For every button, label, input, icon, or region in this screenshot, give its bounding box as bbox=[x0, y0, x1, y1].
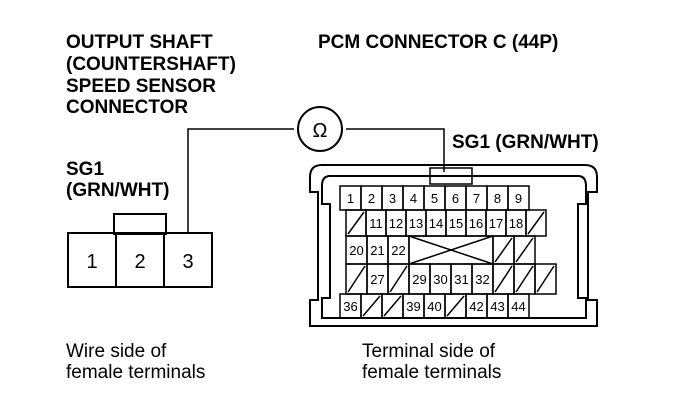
pcm-terminal-number: 44 bbox=[511, 299, 525, 314]
pcm-empty-slash bbox=[383, 295, 402, 317]
pcm-connector-housing bbox=[309, 164, 598, 327]
pcm-terminal-number: 43 bbox=[490, 299, 504, 314]
left-title-line-1: OUTPUT SHAFT bbox=[66, 32, 213, 53]
test-wire: Ω bbox=[187, 106, 445, 233]
pcm-terminal-number: 21 bbox=[370, 243, 384, 258]
pcm-terminal-number: 6 bbox=[452, 191, 459, 206]
housing-outer bbox=[309, 164, 598, 327]
pcm-empty-slash bbox=[362, 295, 381, 317]
pcm-terminal-cell bbox=[507, 293, 530, 319]
right-view-caption-line-2: female terminals bbox=[362, 362, 501, 383]
ohmmeter-icon bbox=[297, 106, 343, 152]
pcm-terminal-number: 22 bbox=[391, 243, 405, 258]
pcm-terminal-number: 18 bbox=[509, 216, 523, 231]
left-view-caption-line-1: Wire side of bbox=[66, 341, 167, 362]
pcm-empty-cell bbox=[534, 263, 557, 295]
wire-right-segment bbox=[346, 128, 445, 172]
right-terminal-label: SG1 (GRN/WHT) bbox=[452, 132, 599, 153]
pcm-unused-cross bbox=[408, 235, 494, 265]
pcm-terminal-number: 29 bbox=[412, 272, 426, 287]
pcm-terminal-number: 3 bbox=[389, 191, 396, 206]
pcm-empty-slash bbox=[446, 295, 465, 317]
pcm-terminal-number: 31 bbox=[454, 272, 468, 287]
pcm-empty-slash bbox=[527, 211, 545, 235]
pcm-terminal-number: 8 bbox=[494, 191, 501, 206]
pcm-terminal-number: 15 bbox=[449, 216, 463, 231]
pcm-terminal-number: 40 bbox=[427, 299, 441, 314]
sensor-pin-3: 3 bbox=[182, 251, 193, 273]
pcm-terminal-number: 14 bbox=[429, 216, 443, 231]
left-terminal-label-line-2: (GRN/WHT) bbox=[66, 180, 169, 201]
left-title-line-2: (COUNTERSHAFT) bbox=[66, 54, 236, 75]
pcm-terminal-number: 20 bbox=[349, 243, 363, 258]
sensor-pin-2: 2 bbox=[134, 251, 145, 273]
pcm-empty-slash bbox=[536, 265, 555, 293]
pcm-terminal-number: 13 bbox=[409, 216, 423, 231]
right-view-caption-line-1: Terminal side of bbox=[362, 341, 496, 362]
housing-lock-tab bbox=[429, 167, 473, 185]
sensor-connector: 1 2 3 bbox=[67, 213, 213, 288]
pcm-terminal-number: 39 bbox=[406, 299, 420, 314]
pcm-empty-slash bbox=[515, 265, 534, 293]
pcm-empty-slash bbox=[389, 265, 408, 293]
pcm-empty-slash bbox=[347, 211, 365, 235]
pcm-terminal-number: 12 bbox=[389, 216, 403, 231]
pcm-terminal-number: 42 bbox=[469, 299, 483, 314]
housing-inner bbox=[321, 175, 587, 319]
pcm-terminal-number: 36 bbox=[343, 299, 357, 314]
pcm-empty-slash bbox=[494, 237, 513, 263]
pcm-terminal-number: 5 bbox=[431, 191, 438, 206]
right-connector-title: PCM CONNECTOR C (44P) bbox=[318, 32, 558, 53]
left-title-line-4: CONNECTOR bbox=[66, 97, 188, 118]
pcm-empty-slash bbox=[515, 237, 534, 263]
pcm-terminal-number: 17 bbox=[489, 216, 503, 231]
left-view-caption-line-2: female terminals bbox=[66, 362, 205, 383]
left-connector-title: OUTPUT SHAFT (COUNTERSHAFT) SPEED SENSOR… bbox=[66, 32, 236, 118]
connector-body bbox=[67, 232, 213, 288]
pcm-terminal-number: 16 bbox=[469, 216, 483, 231]
pcm-terminal-number: 9 bbox=[515, 191, 522, 206]
ohm-symbol: Ω bbox=[313, 120, 328, 142]
connector-lock-tab bbox=[113, 213, 167, 235]
pcm-empty-slash bbox=[494, 265, 513, 293]
left-title-line-3: SPEED SENSOR bbox=[66, 76, 216, 97]
pcm-empty-slash bbox=[347, 265, 366, 293]
wire-left-segment bbox=[187, 128, 294, 233]
pcm-terminal-number: 7 bbox=[473, 191, 480, 206]
pcm-empty-cell bbox=[525, 209, 547, 237]
pcm-terminal-number: 2 bbox=[368, 191, 375, 206]
left-terminal-label-line-1: SG1 bbox=[66, 159, 104, 180]
pcm-terminal-number: 27 bbox=[370, 272, 384, 287]
pcm-terminal-number: 11 bbox=[369, 216, 383, 231]
pcm-terminal-number: 1 bbox=[347, 191, 354, 206]
pcm-terminal-number: 32 bbox=[475, 272, 489, 287]
pcm-terminal-number: 30 bbox=[433, 272, 447, 287]
sensor-pin-1: 1 bbox=[86, 251, 97, 273]
pcm-terminal-number: 4 bbox=[410, 191, 417, 206]
